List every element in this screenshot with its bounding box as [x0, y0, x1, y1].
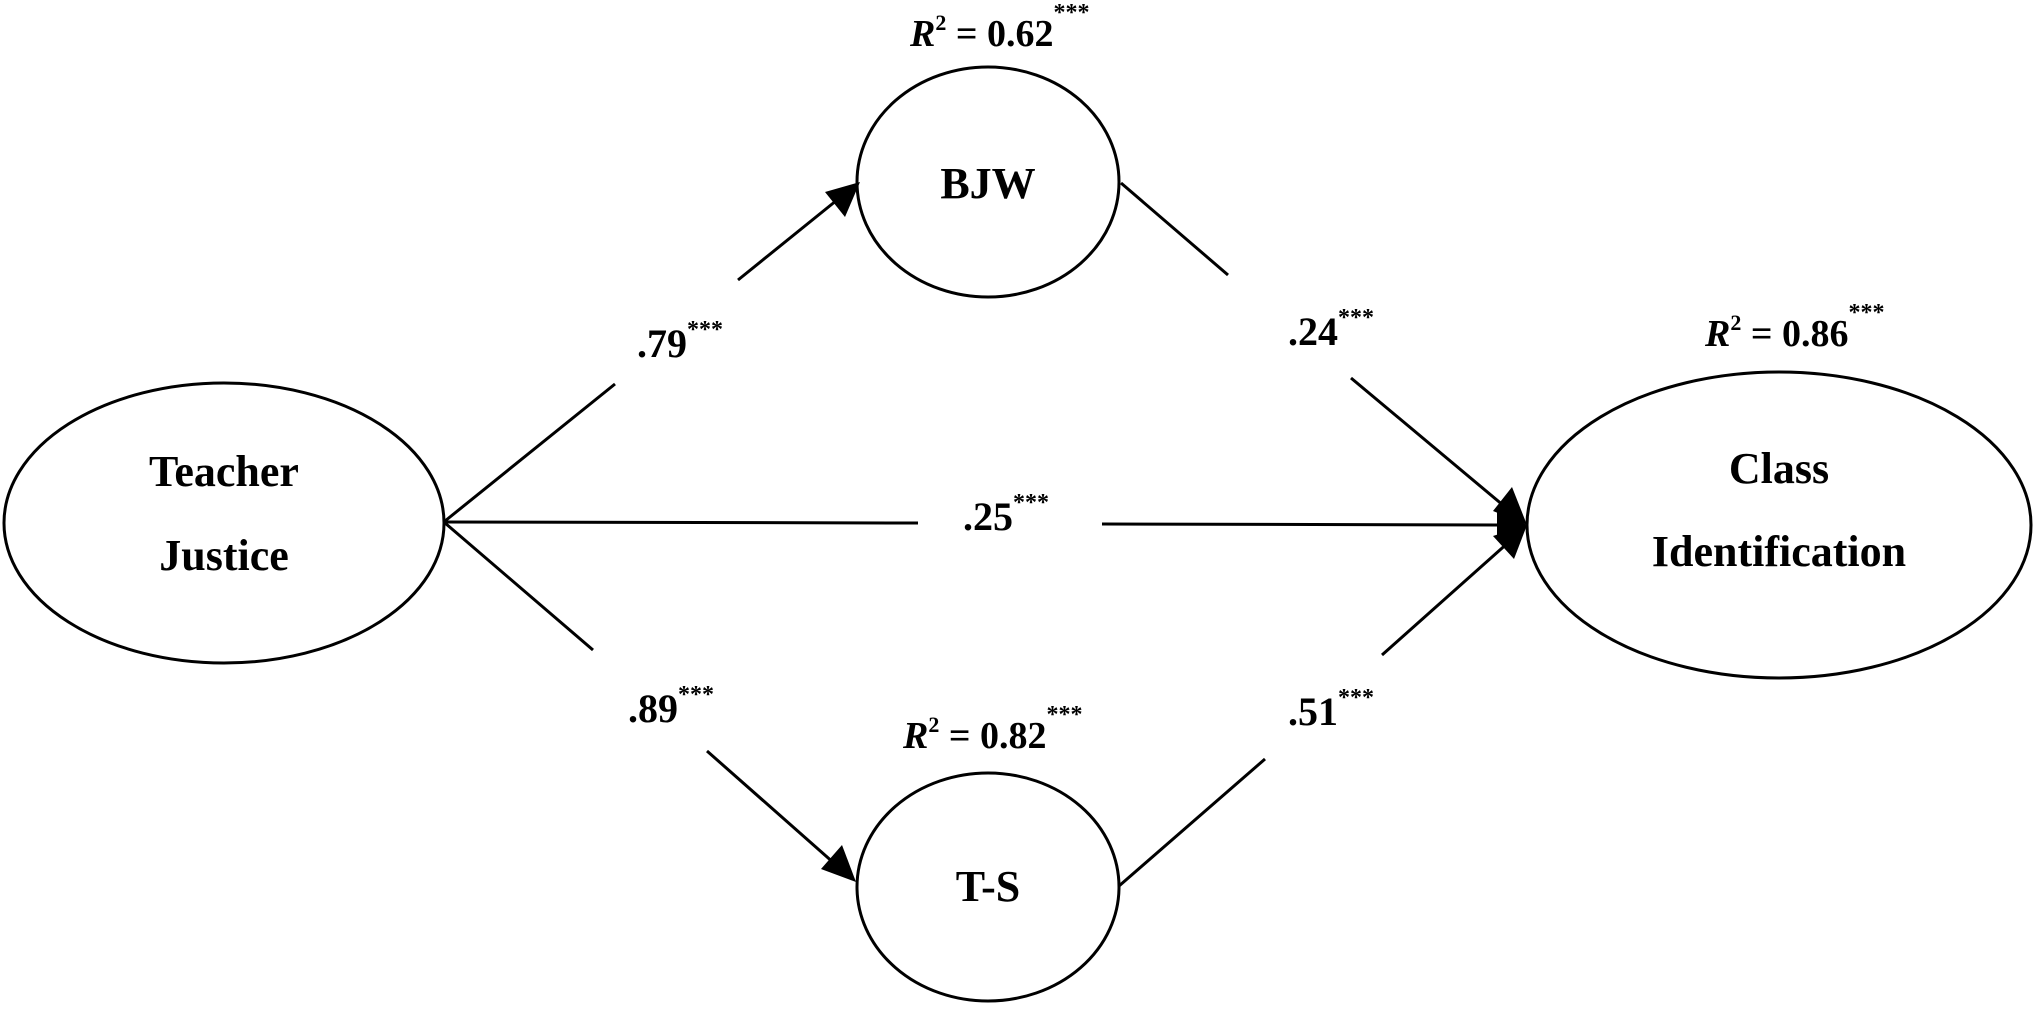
r2-bjw-value: = 0.62: [946, 13, 1053, 55]
r2-ci-sig: ***: [1849, 300, 1885, 326]
class-identification-node: [1525, 370, 2033, 680]
arrowhead-ts: [821, 845, 856, 882]
coef-tj-ts-sig: ***: [678, 682, 714, 708]
r2-bjw-symbol: R: [909, 13, 935, 55]
coef-bjw-ci-sig: ***: [1338, 305, 1374, 331]
r2-ts-value: = 0.82: [939, 715, 1046, 757]
arrowhead-bjw: [825, 182, 860, 217]
r2-bjw-sig: ***: [1054, 0, 1090, 26]
path-ts-to-ci: [1118, 525, 1527, 888]
coef-bjw-ci-value: .24: [1288, 309, 1338, 354]
coef-bjw-ci: .24***: [1288, 305, 1374, 354]
coef-tj-ts-value: .89: [628, 686, 678, 731]
r2-ci-power: 2: [1730, 310, 1741, 335]
path-bjw-to-ci: [1120, 181, 1527, 525]
teacher-justice-label-line1: Teacher: [149, 447, 299, 496]
teacher-justice-node: [2, 381, 446, 665]
arrowhead-ci-from-ts: [1493, 525, 1527, 559]
coef-ts-ci: .51***: [1288, 685, 1374, 734]
coef-tj-ci-sig: ***: [1013, 490, 1049, 516]
r2-bjw: R2 = 0.62***: [909, 0, 1090, 55]
path-tj-to-ts: [444, 521, 856, 882]
r2-ts-sig: ***: [1047, 702, 1083, 728]
class-identification-label-line1: Class: [1729, 444, 1829, 493]
path-tj-to-bjw: [444, 182, 860, 523]
ts-node: [855, 771, 1121, 1003]
r2-ci-symbol: R: [1704, 313, 1730, 355]
r2-class-identification: R2 = 0.86***: [1704, 300, 1885, 355]
bjw-label: BJW: [940, 159, 1035, 208]
coef-ts-ci-value: .51: [1288, 689, 1338, 734]
r2-ts: R2 = 0.82***: [902, 702, 1083, 757]
coef-tj-bjw-value: .79: [637, 321, 687, 366]
coef-tj-bjw-sig: ***: [687, 317, 723, 343]
r2-bjw-power: 2: [935, 10, 946, 35]
coef-tj-ci-value: .25: [963, 494, 1013, 539]
coef-ts-ci-sig: ***: [1338, 685, 1374, 711]
arrowhead-ci-from-bjw: [1493, 487, 1527, 525]
class-identification-label-line2: Identification: [1652, 527, 1906, 576]
teacher-justice-label-line2: Justice: [159, 531, 289, 580]
coef-tj-ts: .89***: [628, 682, 714, 731]
r2-ts-power: 2: [928, 712, 939, 737]
bjw-node: [855, 65, 1121, 299]
ts-label: T-S: [956, 862, 1020, 911]
r2-ts-symbol: R: [902, 715, 928, 757]
coef-tj-ci: .25***: [963, 490, 1049, 539]
coef-tj-bjw: .79***: [637, 317, 723, 366]
r2-ci-value: = 0.86: [1741, 313, 1848, 355]
